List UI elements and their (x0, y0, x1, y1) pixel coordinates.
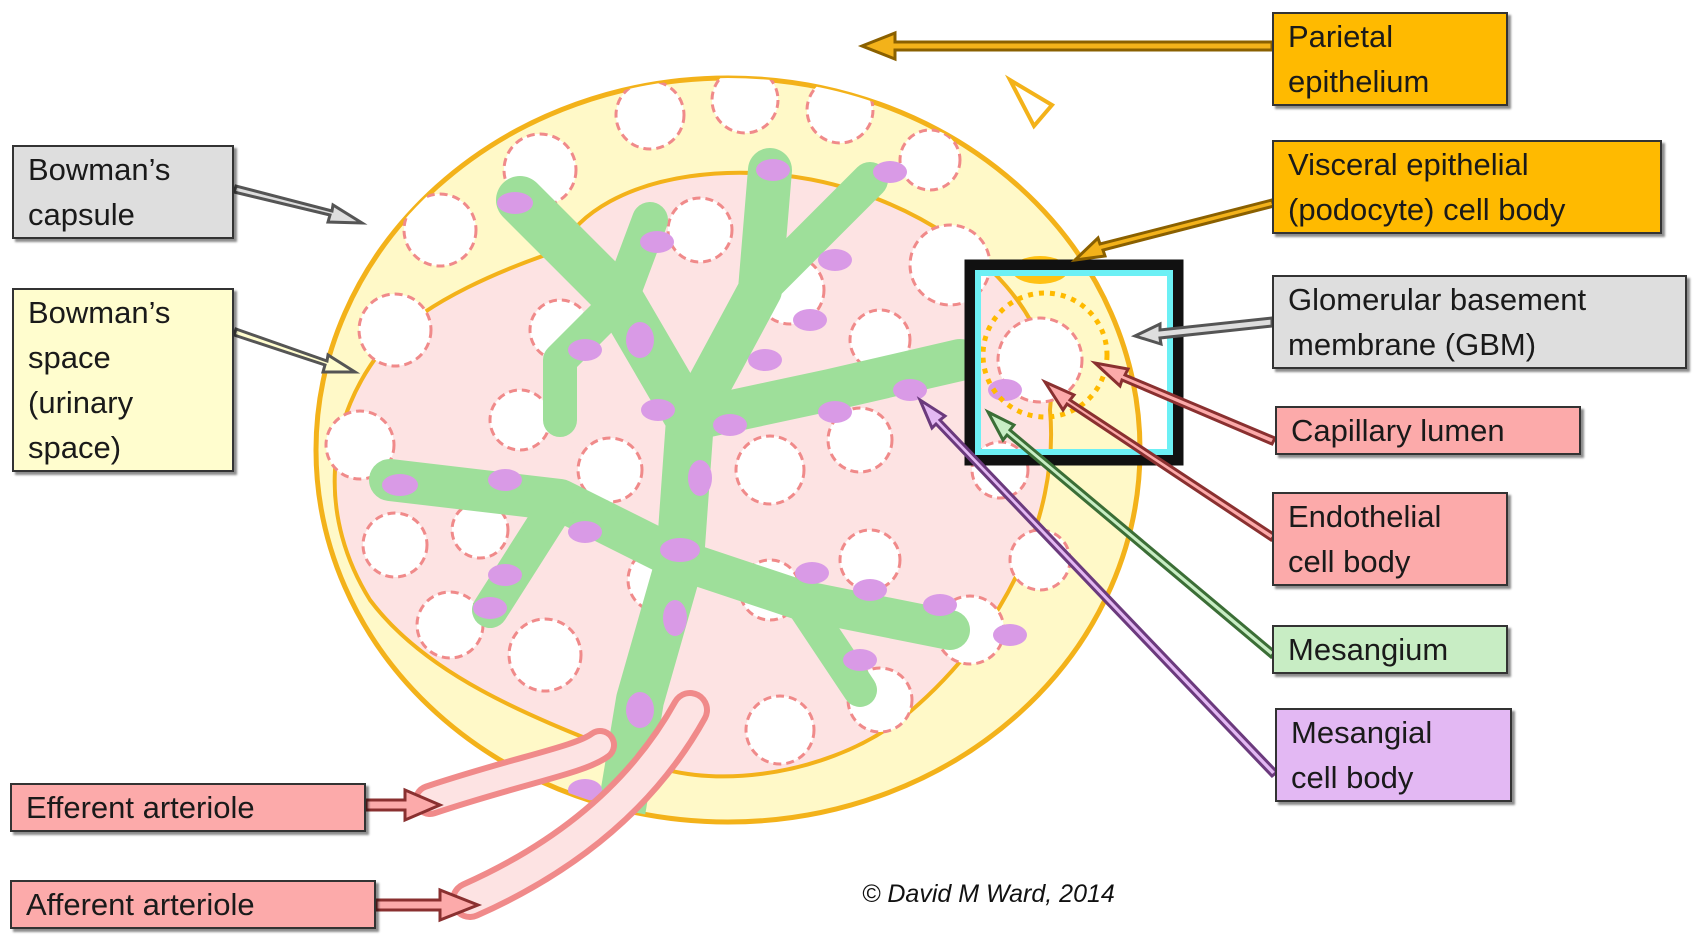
highlight-box (964, 259, 1184, 466)
arrow-endothelial (1041, 378, 1278, 543)
mesangial-nuclei (382, 159, 1027, 801)
copyright-notice: © David M Ward, 2014 (862, 880, 1115, 908)
arrow-mesangial-cell (916, 396, 1280, 779)
label-mesangium: Mesangium (1272, 625, 1508, 674)
arrow-parietal (857, 30, 1274, 62)
arrow-gbm (1130, 316, 1274, 347)
highlight-box-inner (975, 270, 1173, 455)
pointer-arrows (232, 30, 1280, 923)
label-visceral-epithelial: Visceral epithelial (podocyte) cell body (1272, 140, 1662, 234)
label-afferent-arteriole: Afferent arteriole (10, 880, 376, 929)
gbm-dotted-outline (980, 290, 1110, 420)
arrow-bowmans-capsule (232, 184, 368, 225)
arterioles (413, 690, 710, 920)
arrow-mesangium (984, 408, 1278, 660)
arrow-capillary (1090, 360, 1278, 446)
label-bowmans-capsule: Bowman’s capsule (12, 145, 234, 239)
arrow-bowmans-space (232, 327, 361, 374)
label-endothelial-cell-body: Endothelial cell body (1272, 492, 1508, 586)
urinary-pole (1004, 74, 1056, 130)
arrow-efferent (364, 787, 444, 823)
label-efferent-arteriole: Efferent arteriole (10, 783, 366, 832)
label-mesangial-cell-body: Mesangial cell body (1275, 708, 1512, 802)
label-capillary-lumen: Capillary lumen (1275, 406, 1581, 455)
arrow-visceral (1070, 198, 1276, 263)
label-parietal-epithelium: Parietal epithelium (1272, 12, 1508, 106)
label-bowmans-space: Bowman’s space (urinary space) (12, 288, 234, 472)
label-gbm: Glomerular basement membrane (GBM) (1272, 275, 1687, 369)
arrow-afferent (374, 887, 483, 923)
